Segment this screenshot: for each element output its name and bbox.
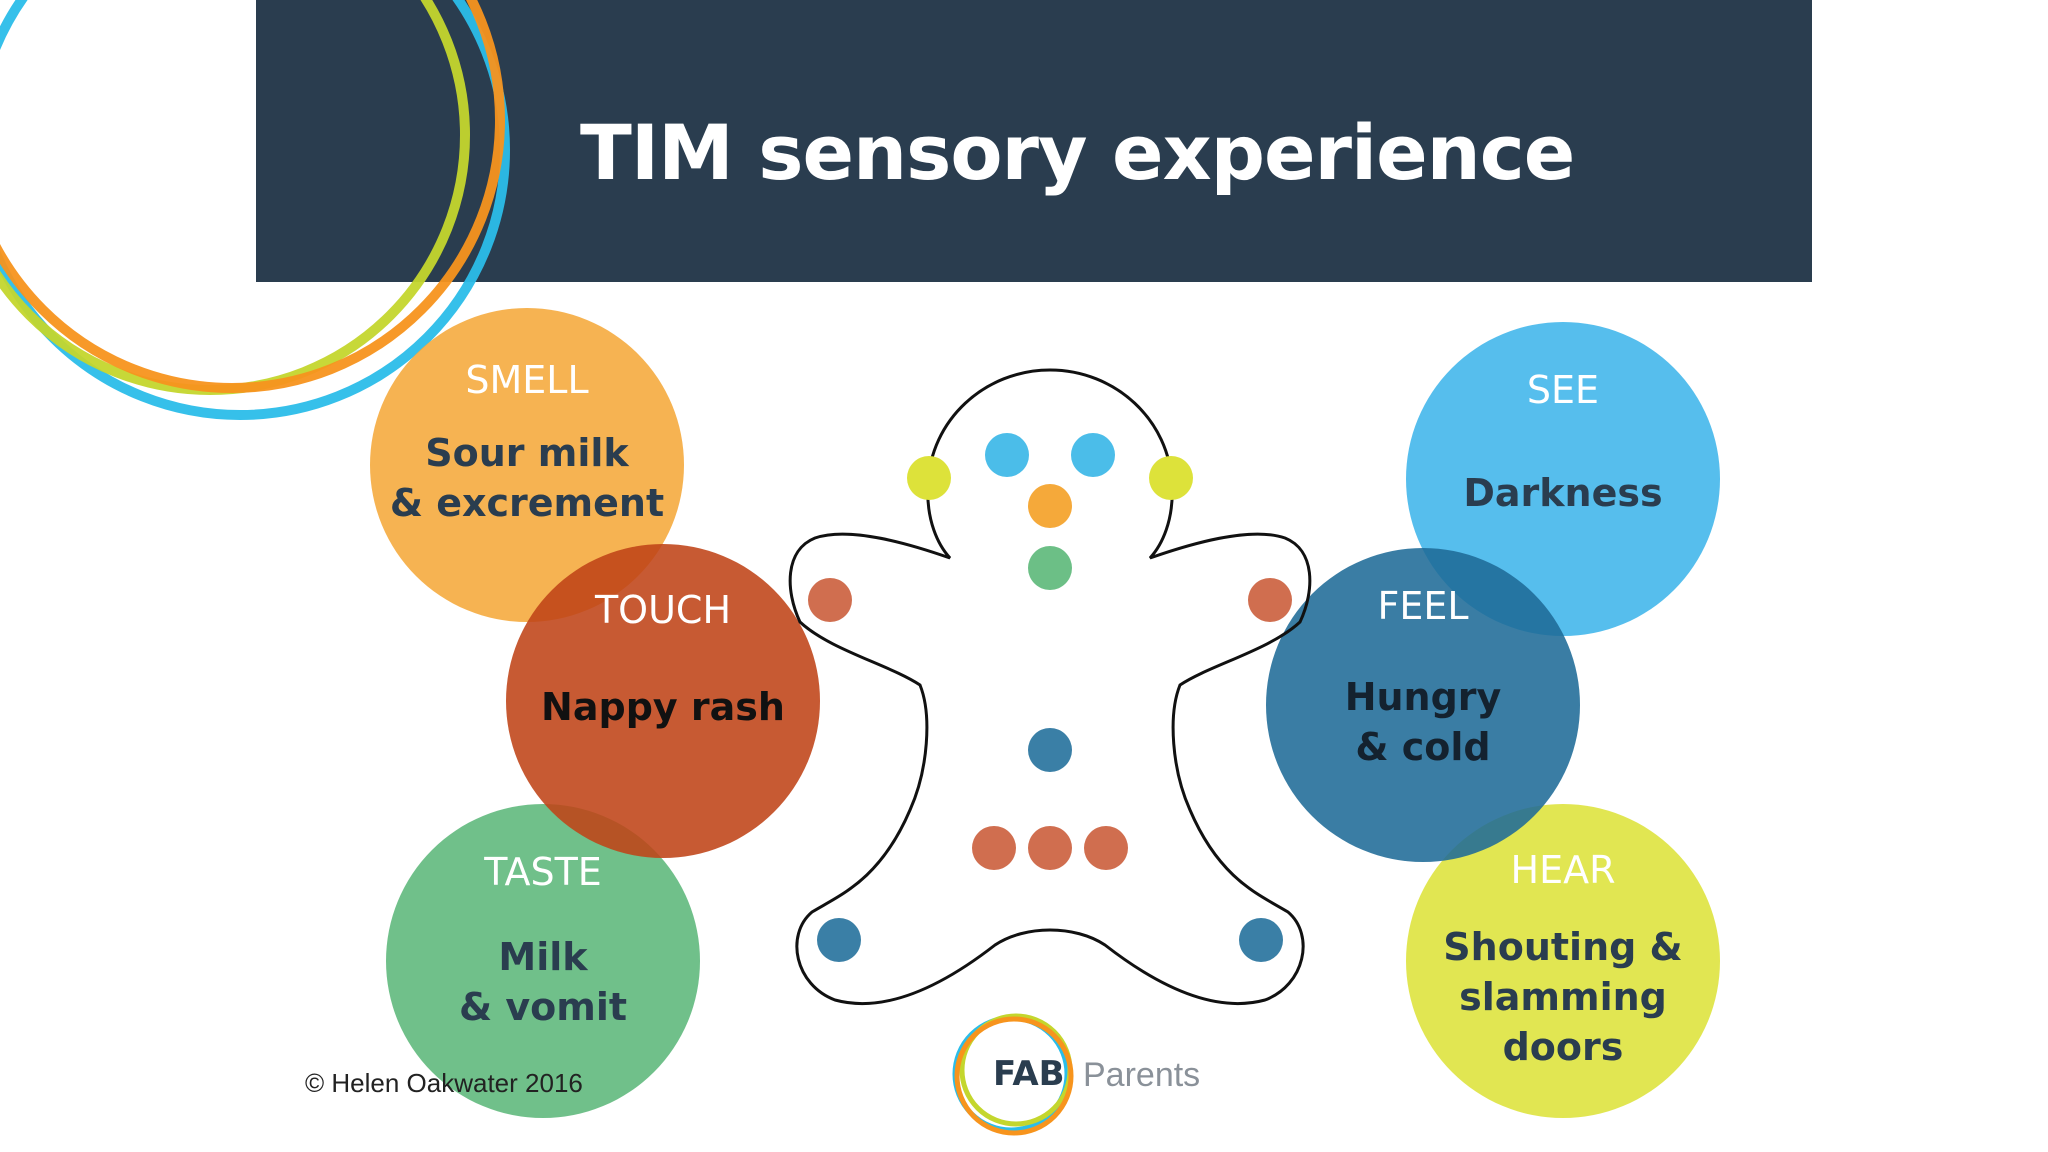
smell-dot <box>1028 484 1072 528</box>
fab-logo-rings-icon <box>952 1013 1074 1136</box>
see-body-line-1: Darkness <box>1463 471 1663 515</box>
feel-dot-foot-right <box>1239 918 1283 962</box>
touch-bubble: TOUCH Nappy rash <box>506 544 820 858</box>
smell-heading: SMELL <box>465 358 589 402</box>
see-dot-right <box>1071 433 1115 477</box>
smell-body-line-1: Sour milk <box>425 431 629 475</box>
touch-dot-low-1 <box>972 826 1016 870</box>
see-heading: SEE <box>1526 368 1600 412</box>
taste-body-line-2: & vomit <box>458 985 628 1029</box>
hear-heading: HEAR <box>1510 848 1616 892</box>
decorative-rings-icon <box>0 0 510 420</box>
feel-dot-foot-left <box>817 918 861 962</box>
touch-dot-left <box>808 578 852 622</box>
fab-logo-text: FAB <box>993 1054 1065 1094</box>
touch-dot-low-3 <box>1084 826 1128 870</box>
figure-outline <box>788 368 1312 1006</box>
touch-heading: TOUCH <box>594 588 732 632</box>
taste-bubble: TASTE Milk & vomit <box>386 804 700 1118</box>
hear-dot-right <box>1149 456 1193 500</box>
smell-bubble: SMELL Sour milk & excrement <box>370 308 684 622</box>
hear-body-line-3: doors <box>1502 1025 1624 1069</box>
gingerbread-figure-icon <box>788 368 1312 1006</box>
touch-dot-low-2 <box>1028 826 1072 870</box>
taste-body-line-1: Milk <box>498 935 588 979</box>
hear-body-line-1: Shouting & <box>1443 925 1683 969</box>
hear-body-line-2: slamming <box>1459 975 1667 1019</box>
page-title: TIM sensory experience <box>580 108 1575 197</box>
see-dot-left <box>985 433 1029 477</box>
touch-body-line-1: Nappy rash <box>541 685 785 729</box>
touch-dot-right <box>1248 578 1292 622</box>
feel-dot-tummy <box>1028 728 1072 772</box>
smell-body-line-2: & excrement <box>389 481 665 525</box>
hear-dot-left <box>907 456 951 500</box>
feel-heading: FEEL <box>1377 584 1469 628</box>
parents-logo-text: Parents <box>1083 1056 1201 1094</box>
copyright-text: © Helen Oakwater 2016 <box>305 1068 583 1098</box>
feel-body-line-2: & cold <box>1355 725 1491 769</box>
taste-dot <box>1028 546 1072 590</box>
header-bar <box>256 0 1812 282</box>
feel-body-line-1: Hungry <box>1344 675 1502 719</box>
feel-bubble: FEEL Hungry & cold <box>1266 548 1580 862</box>
taste-heading: TASTE <box>484 850 602 894</box>
